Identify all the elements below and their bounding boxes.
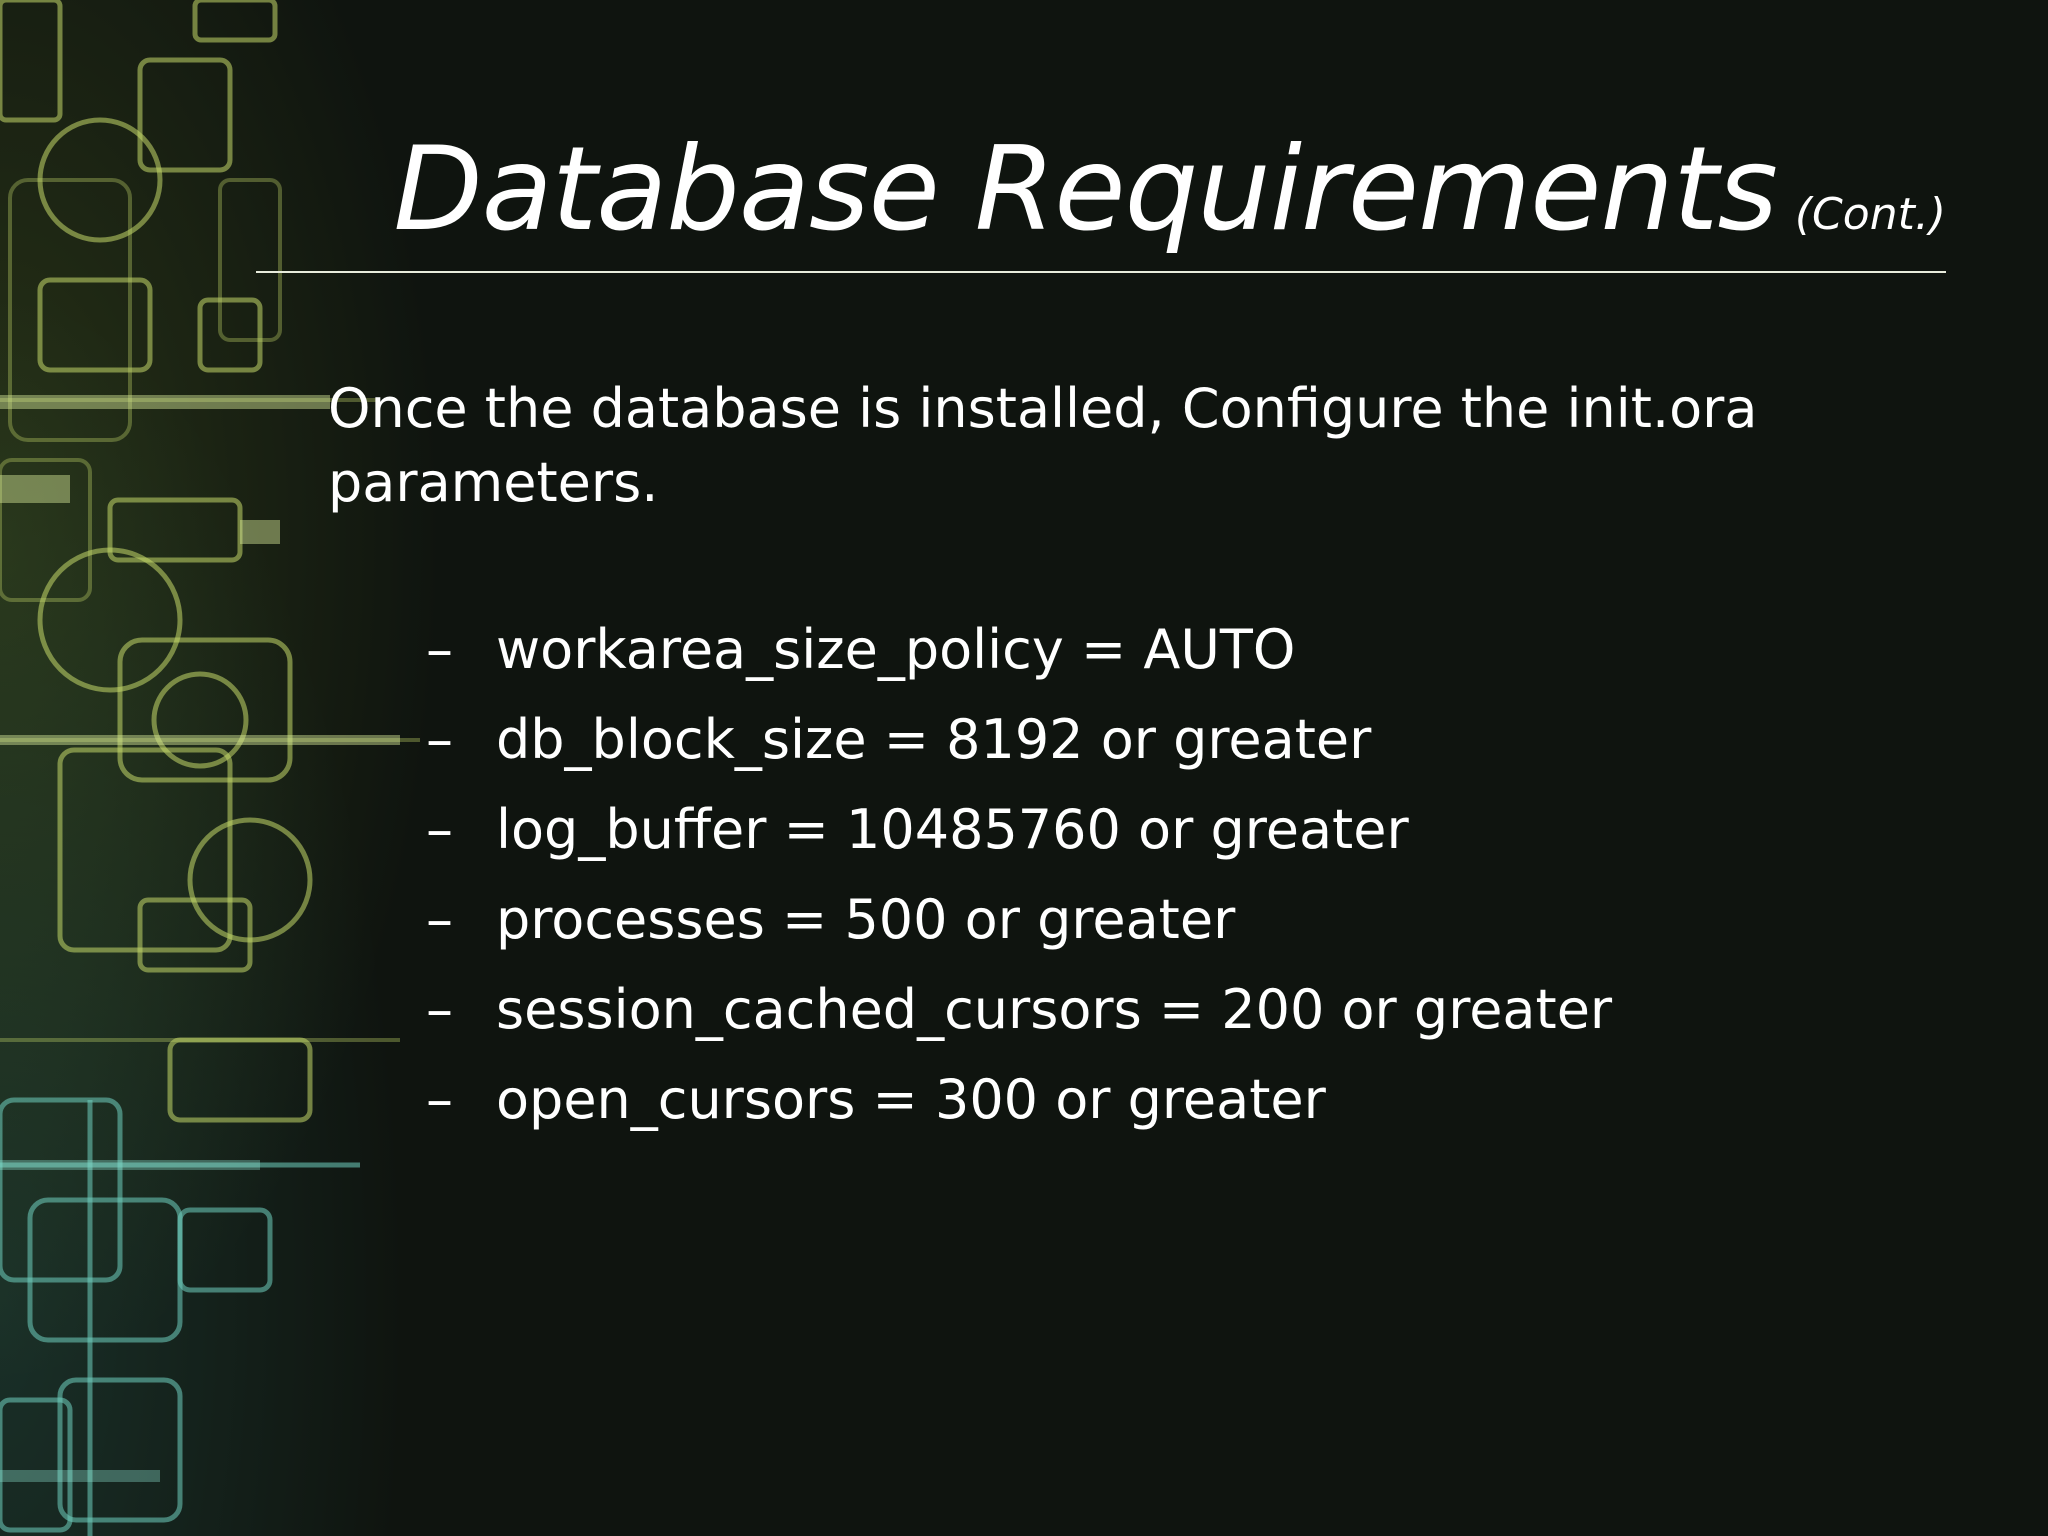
bullet-dash: – (426, 1068, 453, 1131)
parameter-text: workarea_size_policy = AUTO (496, 618, 1296, 681)
intro-text: Once the database is installed, Configur… (328, 377, 1758, 514)
parameter-text: db_block_size = 8192 or greater (496, 708, 1372, 771)
parameter-text: session_cached_cursors = 200 or greater (496, 978, 1613, 1041)
bullet-dash: – (426, 708, 453, 771)
bullet-dash: – (426, 888, 453, 951)
list-item: –processes = 500 or greater (426, 880, 1826, 970)
parameter-text: open_cursors = 300 or greater (496, 1068, 1326, 1131)
title-divider (256, 271, 1946, 273)
list-item: –session_cached_cursors = 200 or greater (426, 970, 1826, 1060)
parameter-text: processes = 500 or greater (496, 888, 1236, 951)
parameter-list: –workarea_size_policy = AUTO –db_block_s… (426, 610, 1826, 1150)
slide-title: Database Requirements (393, 122, 1778, 257)
list-item: –open_cursors = 300 or greater (426, 1060, 1826, 1150)
list-item: –workarea_size_policy = AUTO (426, 610, 1826, 700)
parameter-text: log_buffer = 10485760 or greater (496, 798, 1409, 861)
title-area: Database Requirements (Cont.) (256, 122, 1946, 262)
slide-title-suffix: (Cont.) (1794, 189, 1946, 240)
bullet-dash: – (426, 978, 453, 1041)
bullet-dash: – (426, 798, 453, 861)
list-item: –db_block_size = 8192 or greater (426, 700, 1826, 790)
circuit-decoration (0, 0, 420, 1536)
bullet-dash: – (426, 618, 453, 681)
list-item: –log_buffer = 10485760 or greater (426, 790, 1826, 880)
